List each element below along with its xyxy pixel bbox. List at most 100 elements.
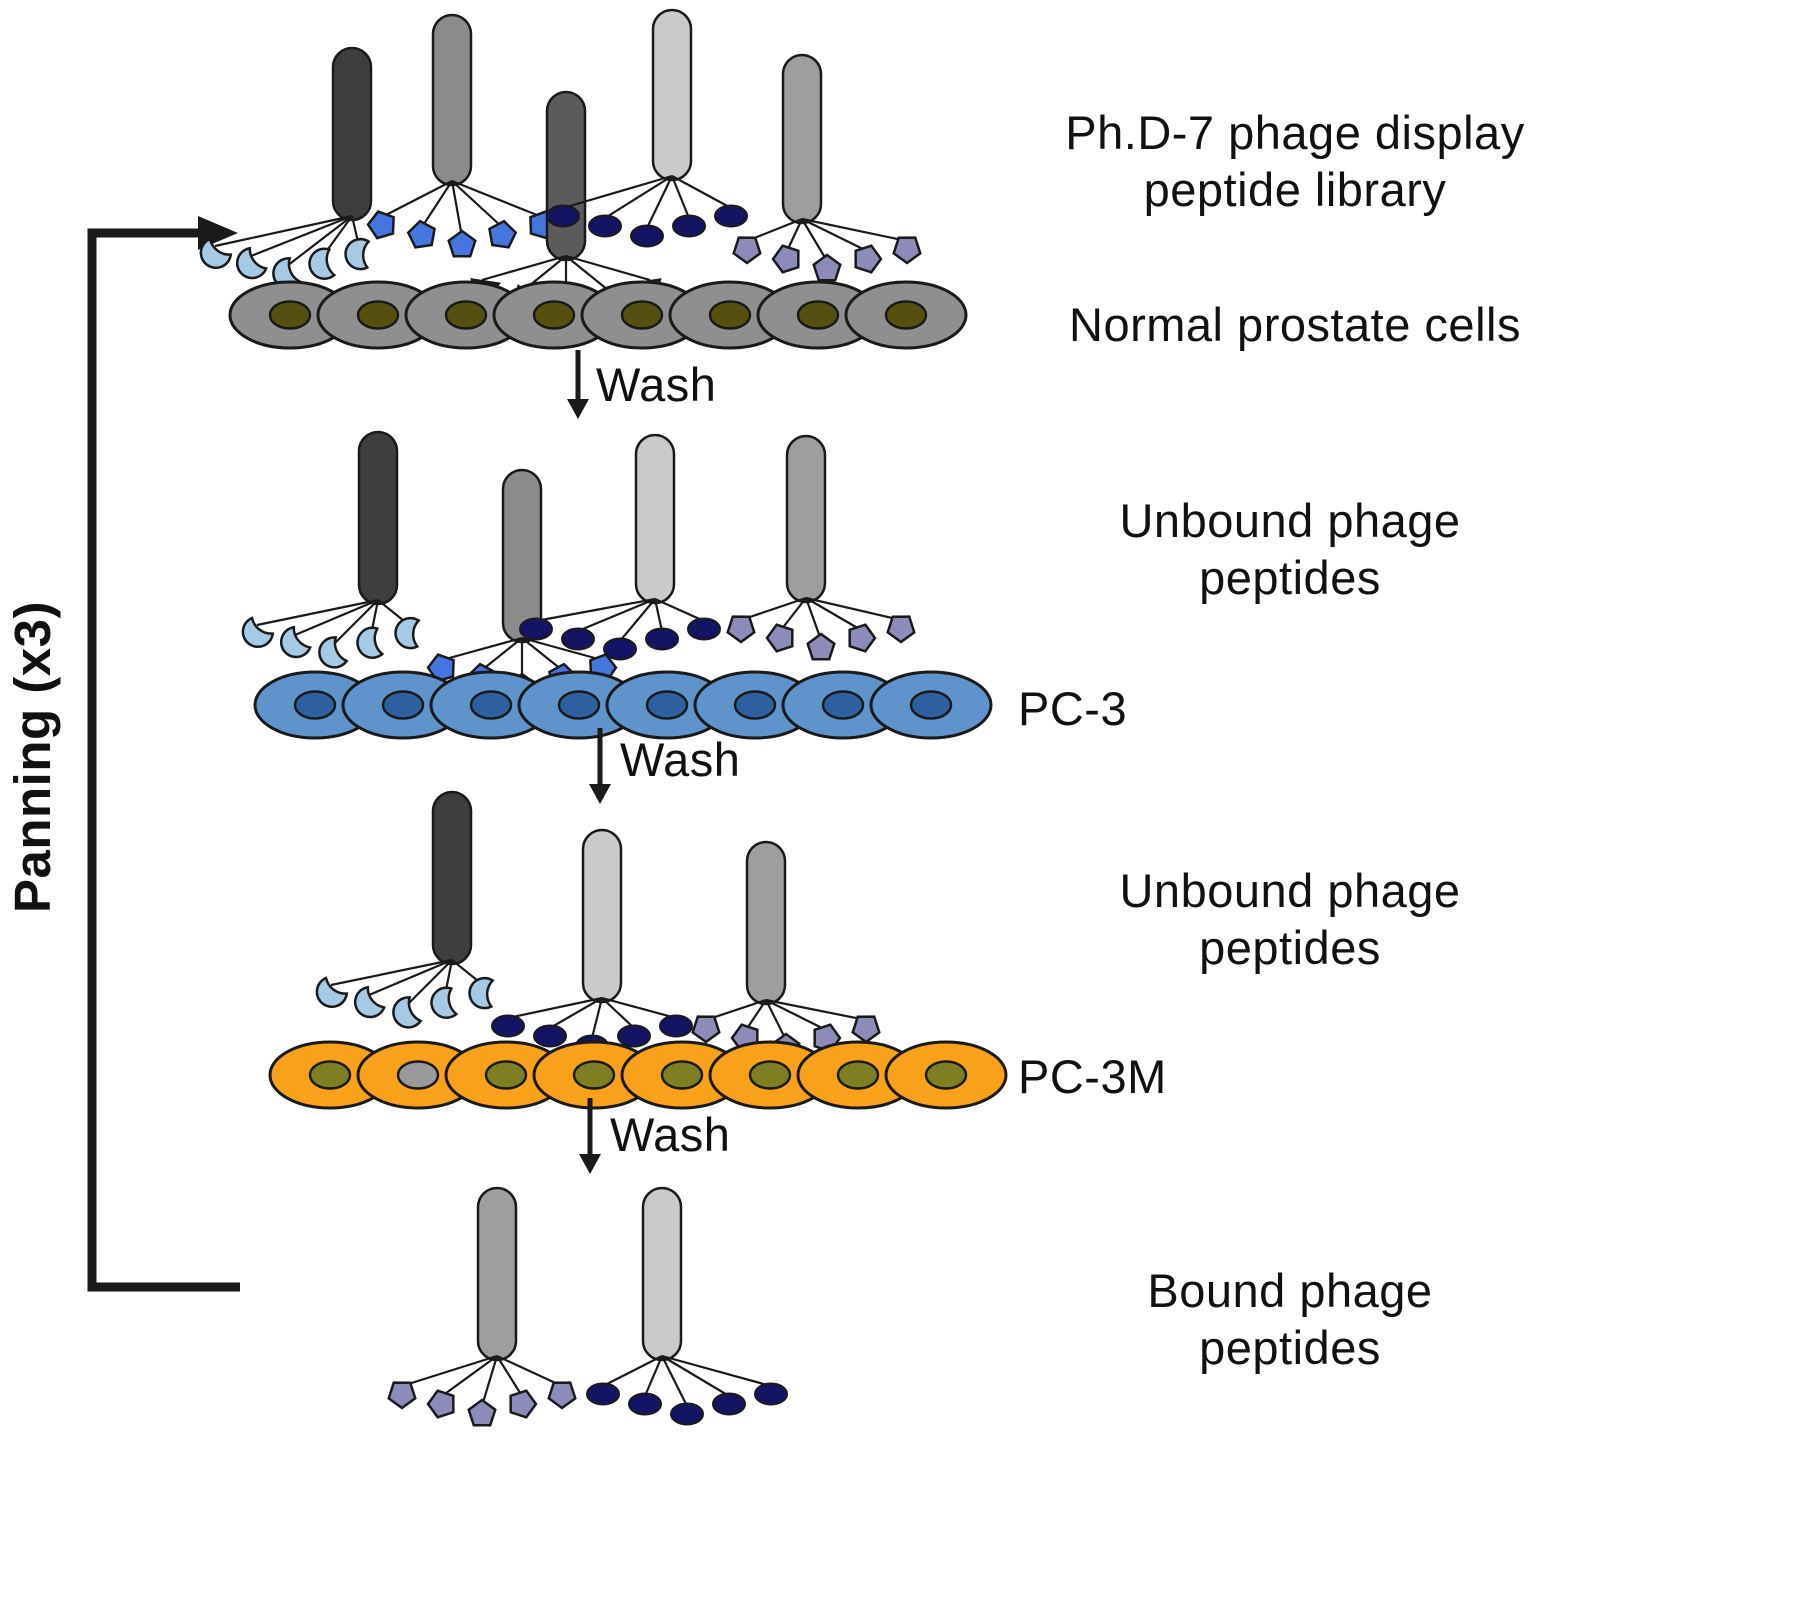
peptide-crescent-icon	[394, 616, 421, 650]
cell-icon	[253, 670, 377, 740]
peptide-pentagon-purple-icon	[726, 615, 756, 644]
peptide-pentagon-purple-icon	[691, 1015, 721, 1044]
peptide-crescent-icon	[318, 636, 349, 669]
peptide-pentagon-purple-icon	[892, 236, 922, 265]
peptide-ellipse-icon	[491, 1014, 525, 1038]
cell-icon	[492, 280, 616, 350]
peptide-crescent-icon	[430, 986, 459, 1019]
cell-icon	[693, 670, 817, 740]
peptide-ellipse-icon	[519, 617, 553, 641]
cell-icon	[781, 670, 905, 740]
pc3m-label: PC-3M	[1018, 1050, 1167, 1103]
peptide-ellipse-icon	[670, 1402, 704, 1426]
peptide-pentagon-blue-icon	[426, 653, 455, 683]
phage-icon	[732, 53, 922, 282]
panning-loop-arrow	[87, 216, 240, 1292]
normal-prostate-cells-label: Normal prostate cells	[1069, 298, 1521, 351]
peptide-pentagon-purple-icon	[848, 623, 877, 653]
cell-icon	[268, 1040, 392, 1110]
peptide-ellipse-icon	[754, 1382, 788, 1406]
peptide-ellipse-icon	[586, 1382, 620, 1406]
unbound-phage-peptides-label-1: Unbound phage peptides	[1119, 494, 1461, 605]
peptide-ellipse-icon	[617, 1024, 651, 1048]
peptide-crescent-icon	[279, 625, 312, 659]
phage-icon	[387, 1186, 577, 1427]
phage-icon	[366, 13, 558, 258]
peptide-crescent-icon	[356, 626, 385, 659]
peptide-pentagon-purple-icon	[509, 1389, 538, 1419]
peptide-crescent-icon	[315, 976, 349, 1009]
peptide-ellipse-icon	[687, 617, 721, 641]
peptide-pentagon-purple-icon	[806, 632, 836, 661]
phage-icon	[199, 46, 373, 290]
wash-arrow-3	[579, 1098, 601, 1174]
peptide-pentagon-purple-icon	[851, 1015, 881, 1044]
peptide-crescent-icon	[235, 246, 268, 280]
cell-icon	[580, 280, 704, 350]
cell-icon	[341, 670, 465, 740]
peptide-pentagon-blue-icon	[366, 210, 395, 240]
wash-label-3: Wash	[610, 1108, 731, 1161]
peptide-pentagon-purple-icon	[886, 615, 916, 644]
peptide-crescent-icon	[344, 237, 371, 271]
cell-icon	[884, 1040, 1008, 1110]
peptide-ellipse-icon	[588, 214, 622, 238]
cell-icon	[532, 1040, 656, 1110]
cell-icon	[228, 280, 352, 350]
peptide-pentagon-purple-icon	[547, 1381, 577, 1410]
pc3-cell-row	[253, 670, 993, 740]
cell-icon	[869, 670, 993, 740]
cell-icon	[708, 1040, 832, 1110]
bound-phage-peptides-label: Bound phage peptides	[1147, 1264, 1433, 1375]
peptide-crescent-icon	[308, 247, 337, 280]
peptide-ellipse-icon	[561, 627, 595, 651]
pc3m-cell-row	[268, 1040, 1008, 1110]
cell-icon	[844, 280, 968, 350]
phage-icon	[426, 468, 618, 701]
normal-prostate-cell-row	[228, 280, 968, 350]
peptide-ellipse-icon	[533, 1024, 567, 1048]
peptide-ellipse-icon	[712, 1392, 746, 1416]
cell-icon	[605, 670, 729, 740]
peptide-pentagon-purple-icon	[854, 244, 883, 274]
wash-label-1: Wash	[596, 358, 717, 411]
panning-label: Panning (x3)	[4, 600, 61, 914]
peptide-ellipse-icon	[645, 627, 679, 651]
peptide-ellipse-icon	[714, 204, 748, 228]
peptide-crescent-icon	[199, 237, 233, 270]
wash-arrow-2	[589, 728, 611, 804]
cell-icon	[316, 280, 440, 350]
phage-library-label: Ph.D-7 phage display peptide library	[1065, 106, 1525, 217]
peptide-ellipse-icon	[672, 214, 706, 238]
peptide-pentagon-purple-icon	[771, 244, 800, 274]
phage-icon	[491, 828, 693, 1058]
peptide-pentagon-purple-icon	[812, 253, 842, 282]
peptide-pentagon-blue-icon	[447, 229, 477, 258]
peptide-crescent-icon	[353, 985, 386, 1019]
peptide-ellipse-icon	[546, 204, 580, 228]
peptide-crescent-icon	[468, 976, 495, 1010]
unbound-phage-peptides-label-2: Unbound phage peptides	[1119, 864, 1461, 975]
cell-icon	[356, 1040, 480, 1110]
pc3-label: PC-3	[1018, 682, 1128, 735]
peptide-pentagon-purple-icon	[732, 236, 762, 265]
cell-icon	[429, 670, 553, 740]
phage-icon	[546, 8, 748, 248]
phage-icon	[691, 840, 881, 1061]
peptide-ellipse-icon	[630, 224, 664, 248]
peptide-crescent-icon	[241, 616, 275, 649]
peptide-pentagon-blue-icon	[488, 219, 518, 249]
phage-icon	[519, 433, 721, 661]
peptide-pentagon-purple-icon	[765, 623, 794, 653]
phage-icon	[586, 1186, 788, 1426]
cell-icon	[404, 280, 528, 350]
peptide-pentagon-blue-icon	[406, 219, 436, 249]
wash-arrow-1	[567, 350, 589, 419]
peptide-ellipse-icon	[628, 1392, 662, 1416]
peptide-ellipse-icon	[603, 637, 637, 661]
peptide-pentagon-purple-icon	[426, 1389, 455, 1419]
peptide-pentagon-purple-icon	[467, 1398, 497, 1427]
phage-icon	[726, 434, 916, 661]
